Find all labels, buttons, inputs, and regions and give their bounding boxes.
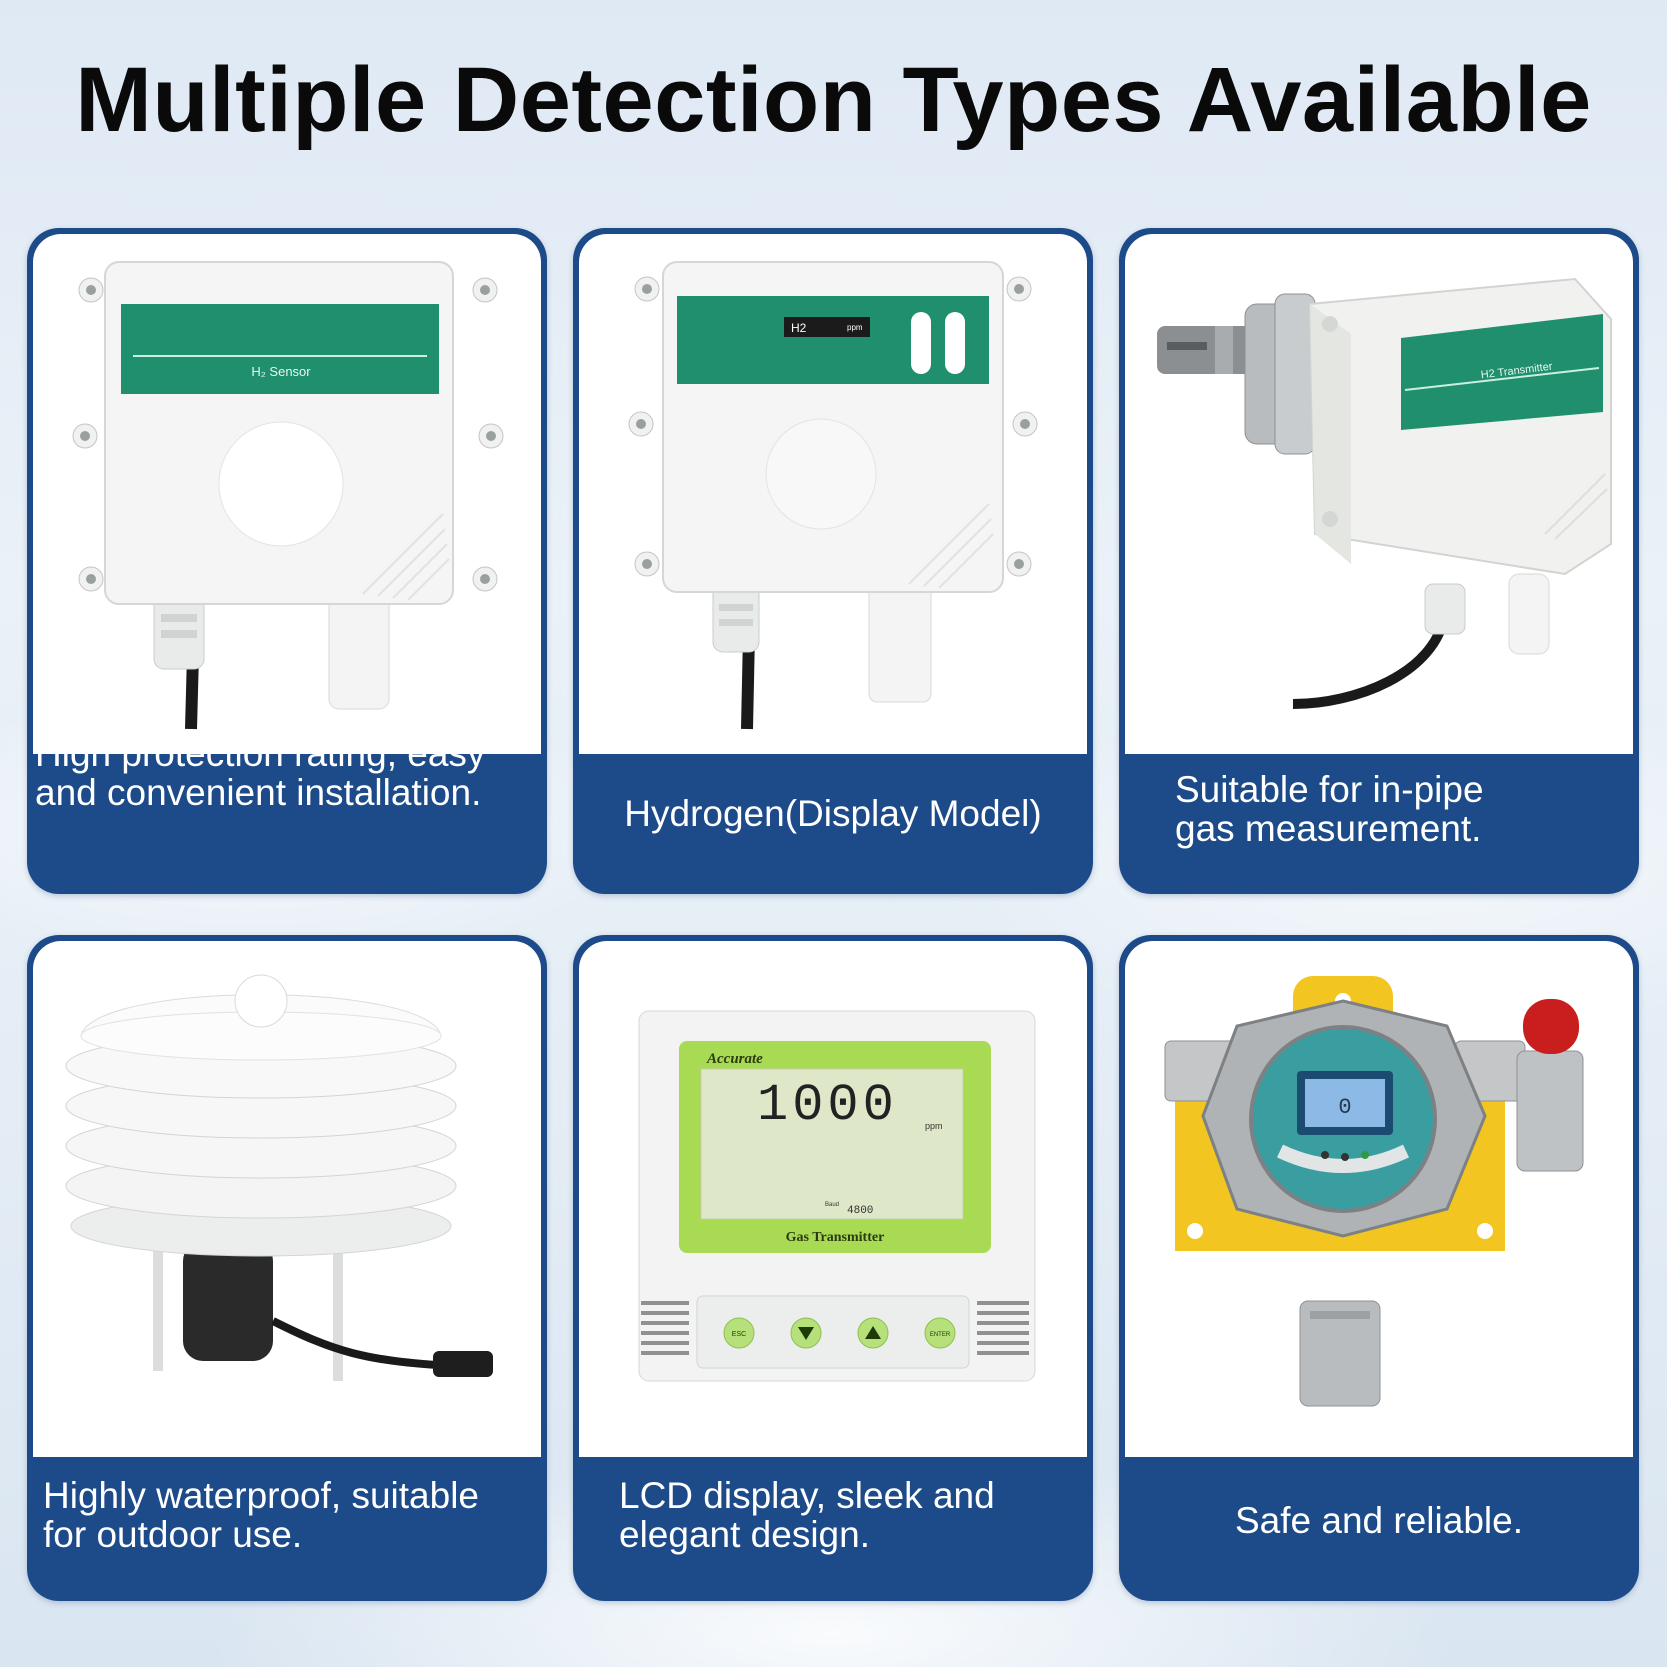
product-card-4[interactable]: Highly waterproof, suitable for outdoor …: [27, 935, 547, 1601]
caption-line: gas measurement.: [1175, 808, 1482, 849]
card-caption: Suitable for in-pipe gas measurement.: [1119, 770, 1639, 848]
detector-reading: 0: [1338, 1095, 1351, 1120]
caption-line: High protection rating, easy: [35, 733, 486, 774]
caption-line: LCD display, sleek and: [619, 1475, 995, 1516]
device-label: H₂ Sensor: [251, 364, 311, 379]
product-card-5[interactable]: Accurate 1000 ppm Baud 4800 Gas Transmit…: [573, 935, 1093, 1601]
caption-line: Highly waterproof, suitable: [43, 1475, 479, 1516]
caption-line: Suitable for in-pipe: [1175, 769, 1484, 810]
product-card-2[interactable]: H2 ppm Hydrogen(Display Model): [573, 228, 1093, 894]
esc-button-label: ESC: [732, 1331, 746, 1338]
product-image-pipe-transmitter: H2 Transmitter: [1125, 234, 1633, 754]
up-arrow-icon: [865, 1326, 881, 1339]
caption-line: Safe and reliable.: [1235, 1500, 1523, 1541]
product-image-outdoor-shelter: [33, 941, 541, 1457]
display-label: H2: [791, 321, 807, 335]
enter-button-label: ENTER: [930, 1332, 951, 1338]
lcd-reading: 1000: [757, 1076, 898, 1135]
product-card-3[interactable]: H2 Transmitter Suitable for in-pipe gas …: [1119, 228, 1639, 894]
product-image-display-sensor: H2 ppm: [579, 234, 1087, 754]
product-image-gas-detector: 0: [1125, 941, 1633, 1457]
sub-reading-label: Baud: [825, 1202, 839, 1208]
device-label: Gas Transmitter: [786, 1230, 885, 1245]
caption-line: elegant design.: [619, 1514, 870, 1555]
card-caption: High protection rating, easy and conveni…: [27, 734, 547, 812]
sub-reading: 4800: [847, 1205, 873, 1217]
product-image-lcd-transmitter: Accurate 1000 ppm Baud 4800 Gas Transmit…: [579, 941, 1087, 1457]
page-title: Multiple Detection Types Available: [75, 49, 1592, 151]
product-card-1[interactable]: H₂ Sensor High protection rating, easy a…: [27, 228, 547, 894]
down-arrow-icon: [798, 1327, 814, 1340]
lcd-unit: ppm: [925, 1121, 943, 1131]
card-caption: Highly waterproof, suitable for outdoor …: [27, 1476, 547, 1554]
card-caption: Safe and reliable.: [1119, 1501, 1639, 1540]
caption-line: and convenient installation.: [35, 772, 482, 813]
product-image-wall-sensor: H₂ Sensor: [33, 234, 541, 754]
caption-line: Hydrogen(Display Model): [624, 793, 1042, 834]
card-caption: Hydrogen(Display Model): [573, 794, 1093, 833]
caption-line: for outdoor use.: [43, 1514, 303, 1555]
brand-label: Accurate: [706, 1051, 763, 1067]
product-card-6[interactable]: 0 Safe and reliable.: [1119, 935, 1639, 1601]
display-unit: ppm: [847, 323, 863, 332]
card-caption: LCD display, sleek and elegant design.: [573, 1476, 1093, 1554]
